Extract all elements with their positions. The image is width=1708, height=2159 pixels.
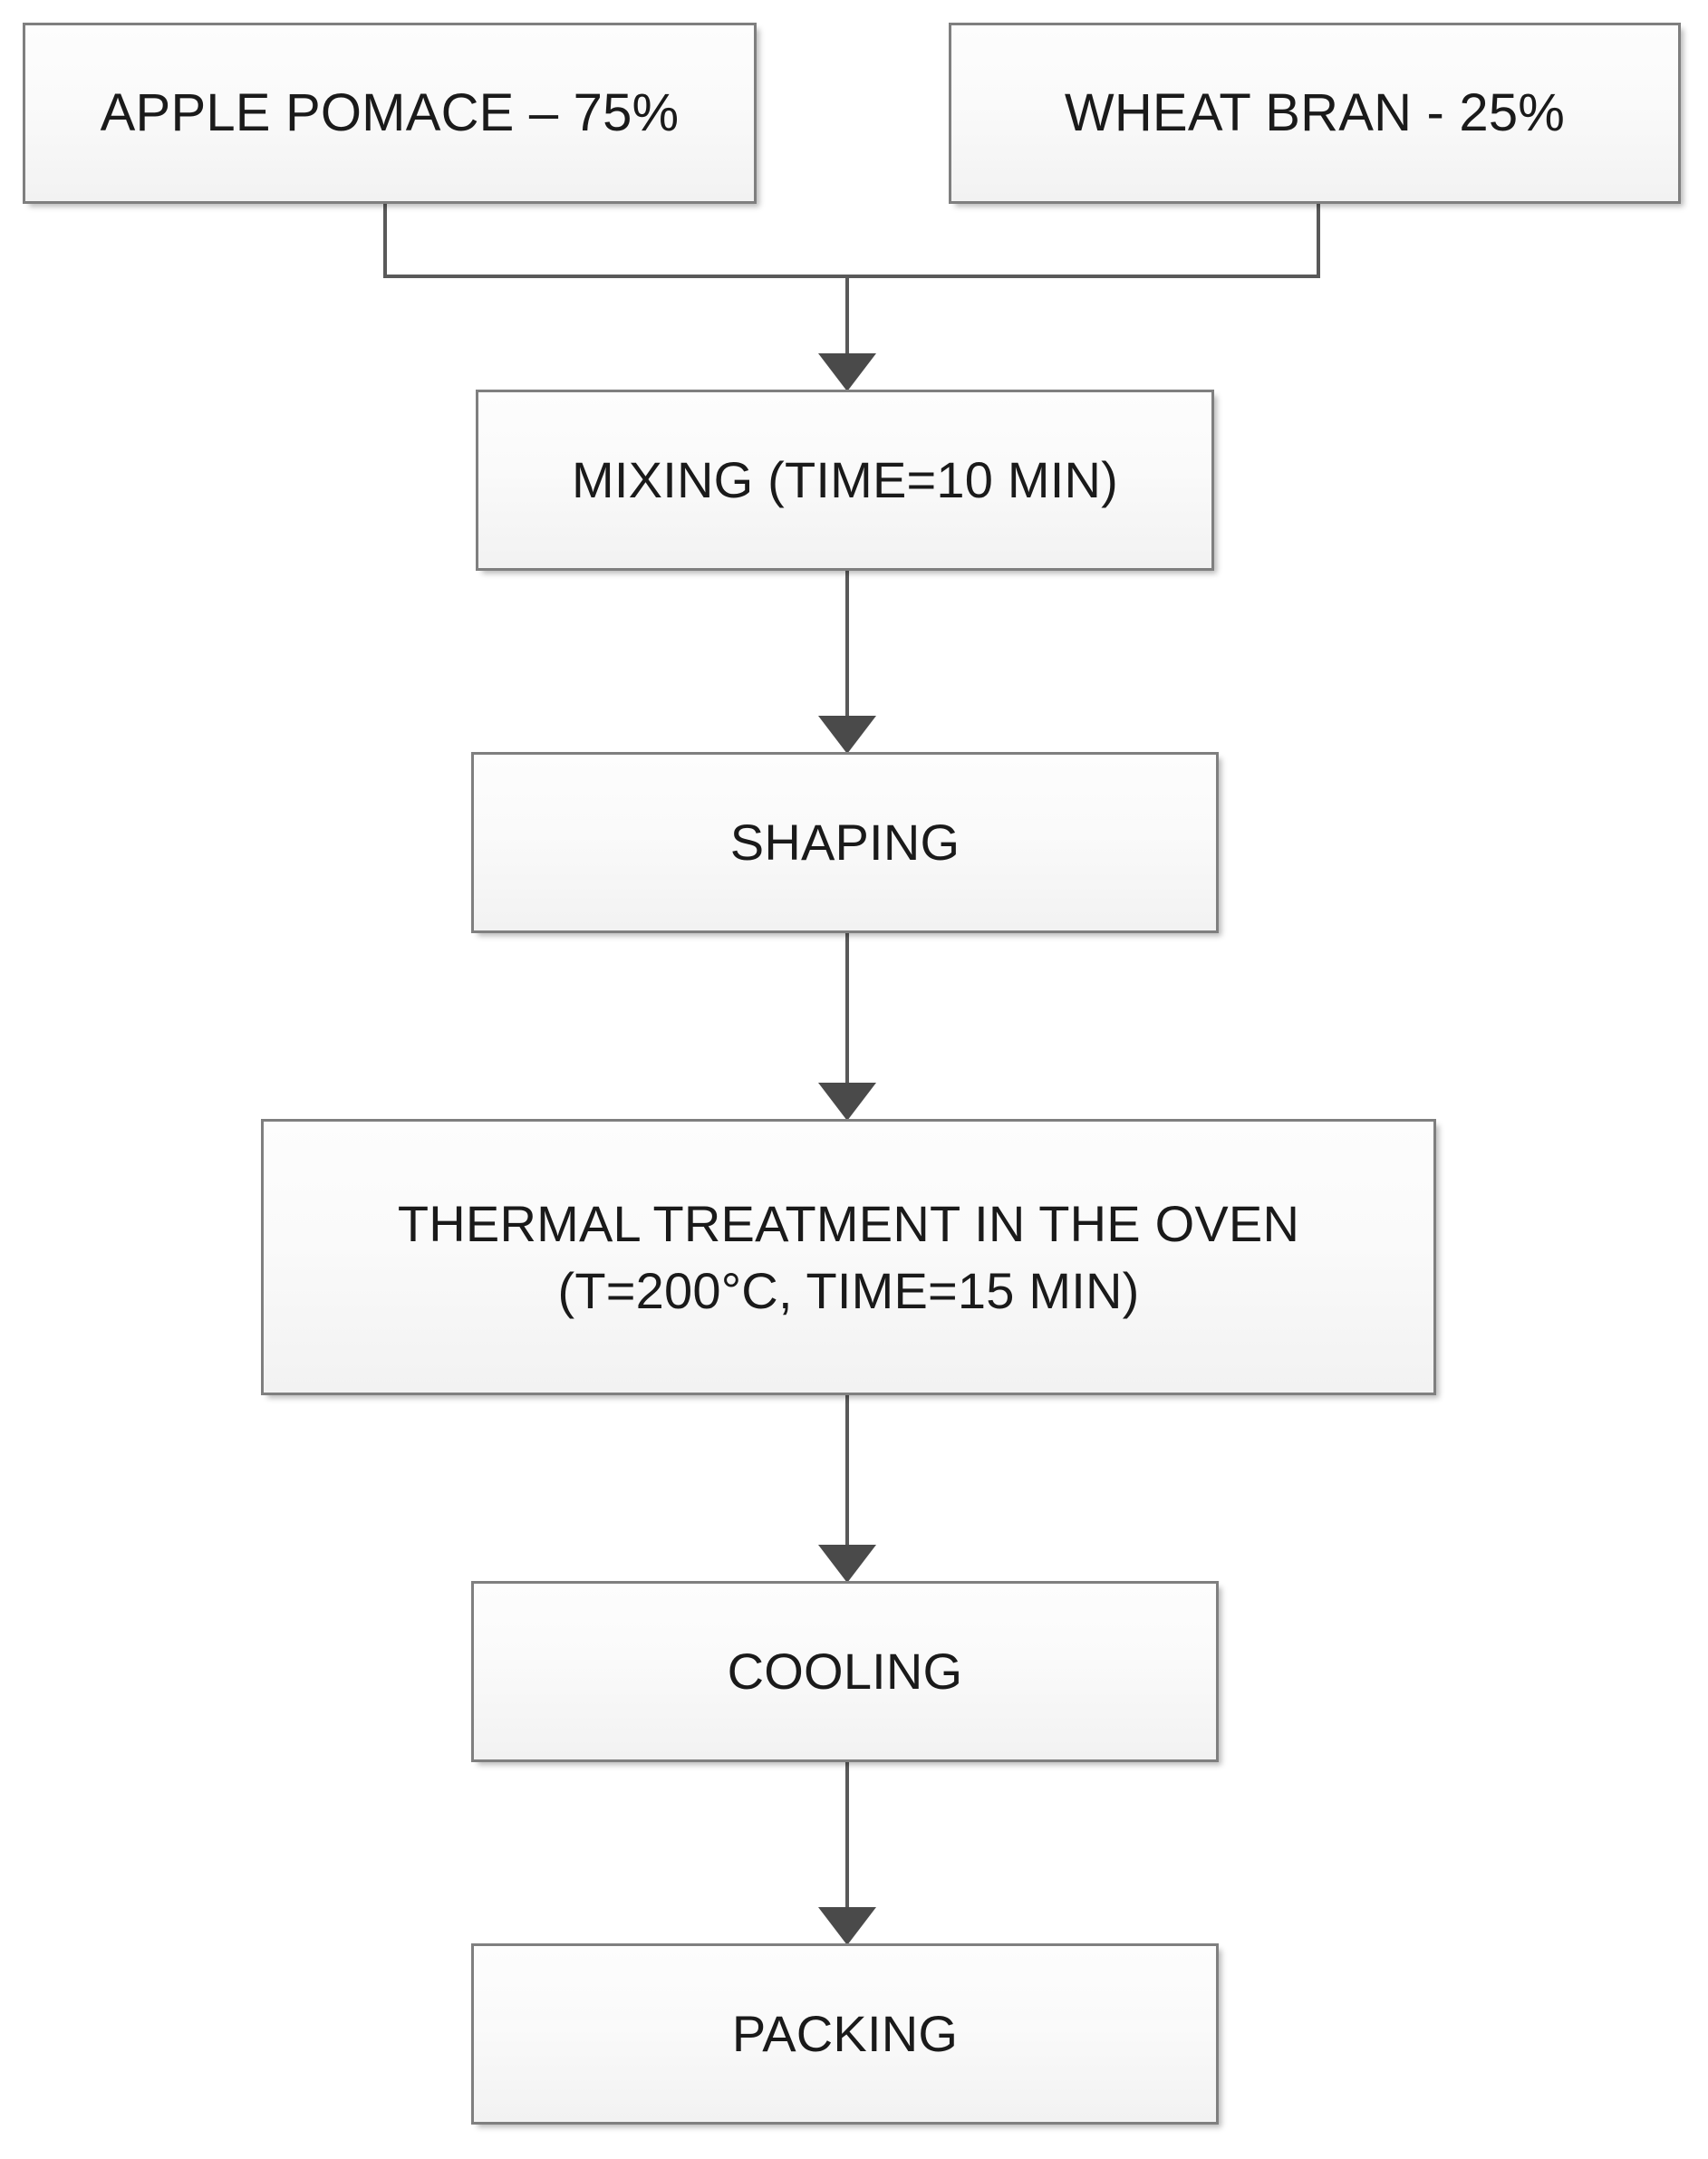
edge-thermal-to-cooling: [818, 1395, 876, 1583]
node-apple-pomace-label: APPLE POMACE – 75%: [100, 82, 680, 142]
node-wheat-bran-label: WHEAT BRAN - 25%: [1064, 82, 1566, 142]
node-thermal-treatment-label: THERMAL TREATMENT IN THE OVEN (T=200°C, …: [397, 1194, 1300, 1319]
node-cooling-label: COOLING: [727, 1643, 963, 1701]
node-apple-pomace[interactable]: APPLE POMACE – 75%: [23, 23, 757, 204]
node-thermal-treatment[interactable]: THERMAL TREATMENT IN THE OVEN (T=200°C, …: [261, 1119, 1436, 1395]
node-shaping-label: SHAPING: [729, 814, 960, 872]
node-cooling[interactable]: COOLING: [471, 1581, 1219, 1762]
node-mixing-label: MIXING (TIME=10 MIN): [572, 451, 1118, 509]
edge-mixing-to-shaping: [818, 571, 876, 754]
node-shaping[interactable]: SHAPING: [471, 752, 1219, 933]
edge-shaping-to-thermal: [818, 933, 876, 1121]
node-packing-label: PACKING: [731, 2005, 959, 2063]
node-wheat-bran[interactable]: WHEAT BRAN - 25%: [949, 23, 1681, 204]
edge-apple-pomace-to-mixing: [383, 204, 847, 278]
edge-merge-to-mixing: [818, 276, 876, 391]
edge-cooling-to-packing: [818, 1762, 876, 1945]
edge-wheat-bran-to-mixing: [847, 204, 1320, 278]
node-packing[interactable]: PACKING: [471, 1943, 1219, 2125]
node-mixing[interactable]: MIXING (TIME=10 MIN): [476, 390, 1214, 571]
